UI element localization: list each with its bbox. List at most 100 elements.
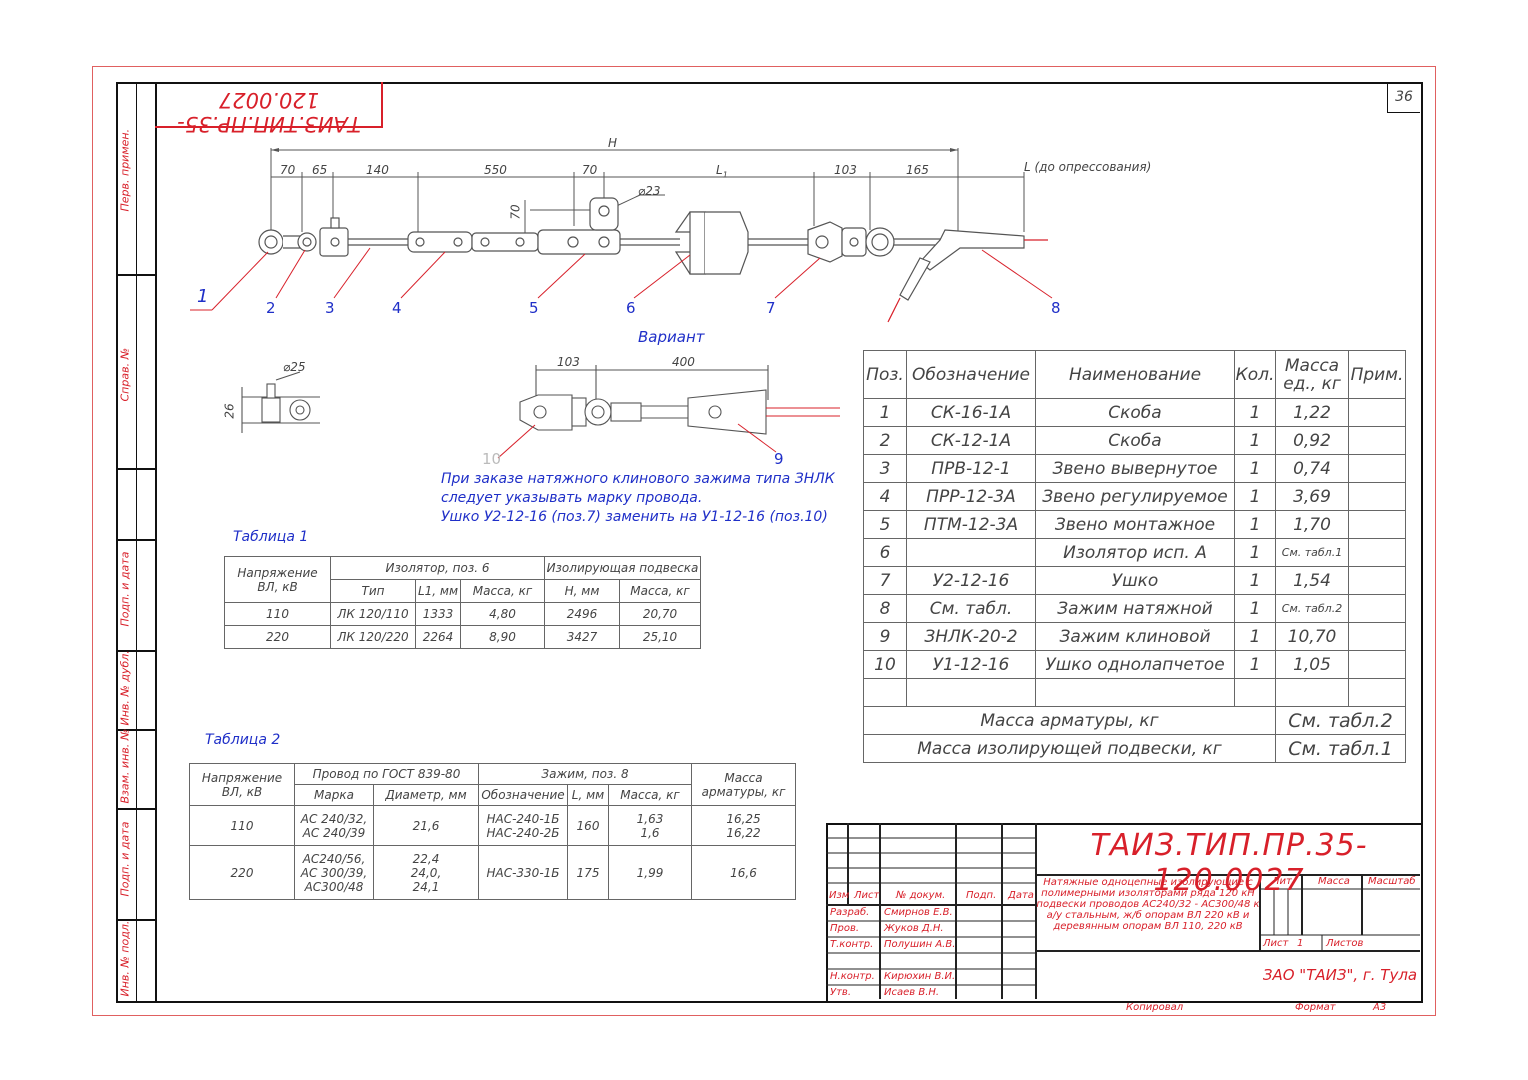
variant-title: Вариант [638, 328, 705, 346]
tb-h-massa: Масса [1318, 876, 1350, 887]
variant-pos-10: 10 [482, 450, 502, 468]
tb-h-list: Лист [854, 890, 880, 901]
spec-h-desig: Обозначение [906, 350, 1036, 399]
t2-h-fittings: Масса арматуры, кг [691, 763, 796, 806]
table-row [863, 678, 1406, 707]
mirrored-code-box [155, 82, 383, 128]
tb-kopiroval: Копировал [1126, 1002, 1184, 1013]
dim-L: L (до опрессования) [1024, 160, 1152, 174]
tb-format-label: Формат [1295, 1002, 1336, 1013]
dim-H: H [608, 136, 618, 150]
spec-h-name: Наименование [1035, 350, 1235, 399]
dim-103: 103 [834, 163, 857, 177]
dim-70v: 70 [508, 204, 523, 220]
dim-165: 165 [906, 163, 929, 177]
specification-table: Поз. Обозначение Наименование Кол. Масса… [863, 350, 1406, 763]
t2-h-desig: Обозначение [478, 784, 568, 806]
tb-h-data: Дата [1008, 890, 1034, 901]
tb-h-lit: Лит. [1272, 876, 1296, 887]
tb-role-2: Т.контр. [830, 939, 874, 950]
tb-role-5: Утв. [830, 987, 851, 998]
inner-frame [155, 82, 1423, 1003]
t2-h-diam: Диаметр, мм [373, 784, 479, 806]
detail-26: 26 [222, 403, 237, 419]
tb-role-1: Пров. [830, 923, 860, 934]
pos-3: 3 [325, 299, 335, 317]
t1-h-type: Тип [330, 579, 416, 603]
table1-title: Таблица 1 [233, 529, 309, 545]
t2-h-wire: Провод по ГОСТ 839-80 [294, 763, 479, 785]
t2-h-l: L, мм [567, 784, 609, 806]
pos-7: 7 [766, 299, 776, 317]
dim-140: 140 [366, 163, 389, 177]
spec-h-note: Прим. [1348, 350, 1406, 399]
dim-65: 65 [312, 163, 328, 177]
tb-list-value: 1 [1297, 938, 1304, 949]
tb-list-label: Лист [1263, 938, 1289, 949]
pos-2: 2 [266, 299, 276, 317]
pos-1: 1 [197, 286, 209, 307]
table1: Напряжение ВЛ, кВ Изолятор, поз. 6 Изоли… [224, 556, 701, 649]
tb-name-2: Полушин А.В. [884, 939, 956, 950]
variant-dim-400: 400 [672, 355, 695, 369]
tb-format-value: А3 [1373, 1002, 1387, 1013]
t1-h-mass: Масса, кг [460, 579, 545, 603]
t1-h-h: H, мм [544, 579, 620, 603]
tb-name-1: Жуков Д.Н. [884, 923, 944, 934]
order-note: При заказе натяжного клинового зажима ти… [441, 471, 835, 525]
tb-description: Натяжные одноцепные изолирующие с полиме… [1036, 877, 1260, 932]
tb-role-4: Н.контр. [830, 971, 875, 982]
dim-550: 550 [484, 163, 507, 177]
tb-h-podp: Подп. [966, 890, 997, 901]
tb-name-0: Смирнов Е.В. [884, 907, 953, 918]
tb-h-izm: Изм [829, 890, 850, 901]
t1-h-voltage: Напряжение ВЛ, кВ [224, 556, 331, 603]
variant-dim-103: 103 [557, 355, 580, 369]
t2-h-clamp: Зажим, поз. 8 [478, 763, 692, 785]
t1-h-suspension: Изолирующая подвеска [544, 556, 701, 580]
pos-6: 6 [626, 299, 636, 317]
outer-frame [92, 66, 1436, 1016]
dim-d23: ⌀23 [638, 184, 661, 198]
tb-company: ЗАО "ТАИЗ", г. Тула [1262, 966, 1418, 984]
pos-8: 8 [1051, 299, 1061, 317]
dim-L1: L1 [716, 163, 728, 180]
titleblock-code: ТАИЗ.ТИП.ПР.35-120.0027 [1090, 828, 1368, 898]
spec-h-pos: Поз. [863, 350, 907, 399]
sidebar [116, 82, 156, 1003]
t1-h-mass2: Масса, кг [619, 579, 701, 603]
tb-listov-label: Листов [1326, 938, 1364, 949]
table2: Напряжение ВЛ, кВ Провод по ГОСТ 839-80 … [189, 763, 796, 900]
variant-pos-9: 9 [774, 450, 784, 468]
spec-h-qty: Кол. [1234, 350, 1276, 399]
dim-70b: 70 [582, 163, 598, 177]
tb-name-4: Кирюхин В.И. [884, 971, 956, 982]
t2-h-mass: Масса, кг [608, 784, 692, 806]
pos-4: 4 [392, 299, 402, 317]
title-block [826, 823, 1423, 1003]
spec-h-mass: Масса ед., кг [1275, 350, 1349, 399]
sheet-number: 36 [1395, 89, 1413, 105]
table2-title: Таблица 2 [205, 732, 281, 748]
t1-h-l1: L1, мм [415, 579, 461, 603]
detail-d25: ⌀25 [283, 360, 306, 374]
tb-role-0: Разраб. [830, 907, 870, 918]
tb-h-doc: № докум. [896, 890, 946, 901]
